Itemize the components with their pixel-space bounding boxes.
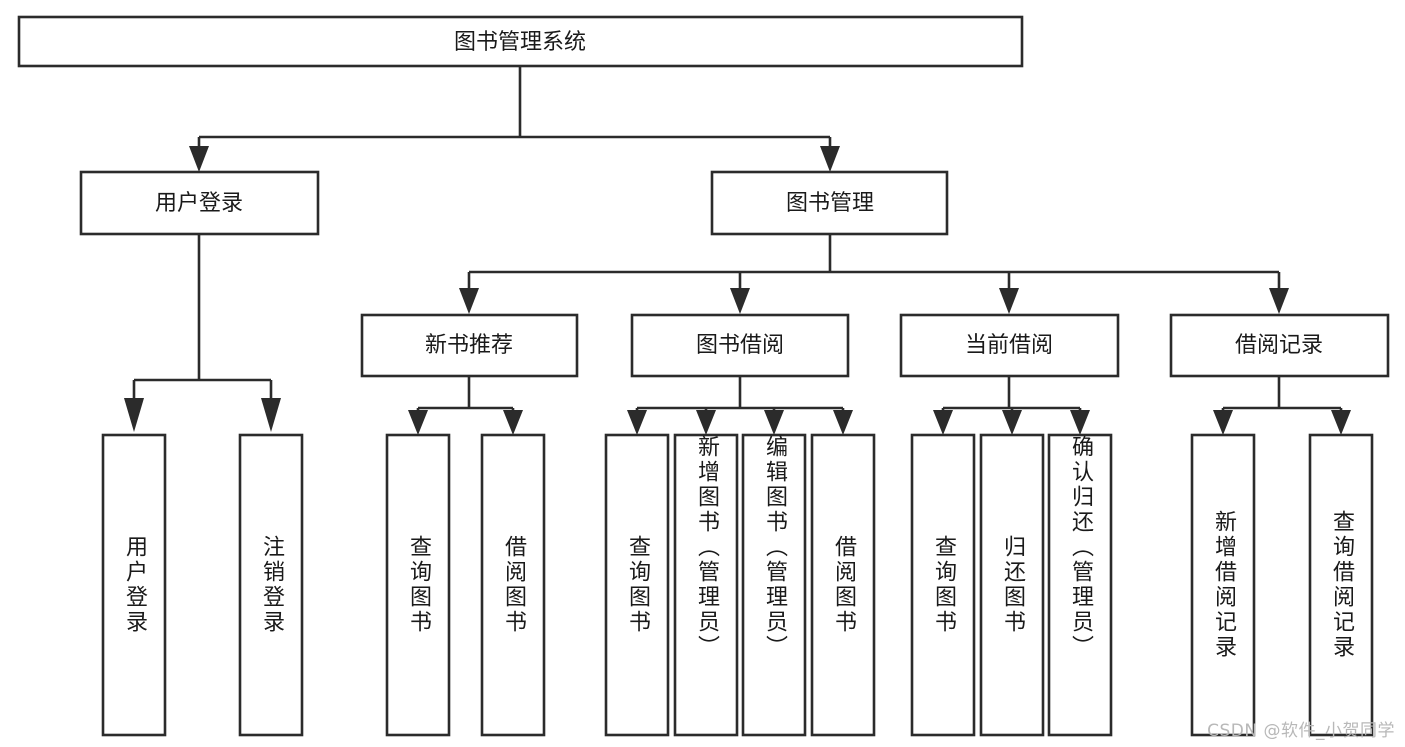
node-box-leaf-bb-query-book[interactable] [604,433,670,737]
arrowhead-new-book-recommend [459,288,479,314]
node-box-leaf-nbr-borrow-book[interactable] [480,433,546,737]
label-current-borrow: 当前借阅 [965,333,1053,358]
arrowhead-cb-leaf-3 [1070,410,1090,435]
node-box-user-login[interactable] [79,170,320,236]
arrowhead-user-login [189,146,209,172]
horizontal-label-layer: 图书管理系统 用户登录 图书管理 新书推荐 图书借阅 当前借阅 借阅记录 [155,30,1323,358]
node-box-leaf-nbr-query-book[interactable] [385,433,451,737]
arrowhead-bb-leaf-4 [833,410,853,435]
node-box-leaf-user-login-login[interactable] [101,433,167,737]
label-new-book-recommend: 新书推荐 [425,333,513,358]
arrowhead-cb-leaf-1 [933,410,953,435]
arrowhead-ul-child-2 [261,398,281,432]
connector-layer [124,66,1351,435]
node-box-leaf-cb-confirm-return[interactable] [1047,433,1113,737]
arrowhead-cb-leaf-2 [1002,410,1022,435]
node-box-leaf-user-login-logout[interactable] [238,433,304,737]
arrowhead-nbr-leaf-2 [503,410,523,435]
arrowhead-current-borrow [999,288,1019,314]
arrowhead-borrow-record [1269,288,1289,314]
node-box-leaf-bb-edit-book[interactable] [741,433,807,737]
node-box-leaf-cb-query-book[interactable] [910,433,976,737]
node-box-borrow-record[interactable] [1169,313,1390,378]
node-box-leaf-cb-return-book[interactable] [979,433,1045,737]
node-layer [17,15,1390,737]
arrowhead-nbr-leaf-1 [408,410,428,435]
arrowhead-book-manage [820,146,840,172]
node-box-leaf-br-add-record[interactable] [1190,433,1256,737]
node-box-book-borrow[interactable] [630,313,850,378]
label-system-title: 图书管理系统 [454,30,586,55]
arrowhead-bb-leaf-1 [627,410,647,435]
node-box-book-manage[interactable] [710,170,949,236]
arrowhead-ul-child-1 [124,398,144,432]
arrowhead-br-leaf-1 [1213,410,1233,435]
node-box-system-title[interactable] [17,15,1024,68]
node-box-leaf-bb-add-book[interactable] [673,433,739,737]
csdn-watermark: CSDN @软件_小贺同学 [1207,721,1395,741]
node-box-leaf-br-query-record[interactable] [1308,433,1374,737]
label-book-manage: 图书管理 [786,191,874,216]
arrowhead-bb-leaf-3 [764,410,784,435]
label-borrow-record: 借阅记录 [1235,333,1323,358]
node-box-current-borrow[interactable] [899,313,1120,378]
arrowhead-bb-leaf-2 [696,410,716,435]
label-user-login: 用户登录 [155,191,243,216]
node-box-new-book-recommend[interactable] [360,313,579,378]
label-book-borrow: 图书借阅 [696,333,784,358]
arrowhead-br-leaf-2 [1331,410,1351,435]
node-box-leaf-bb-borrow-book[interactable] [810,433,876,737]
arrowhead-book-borrow [730,288,750,314]
